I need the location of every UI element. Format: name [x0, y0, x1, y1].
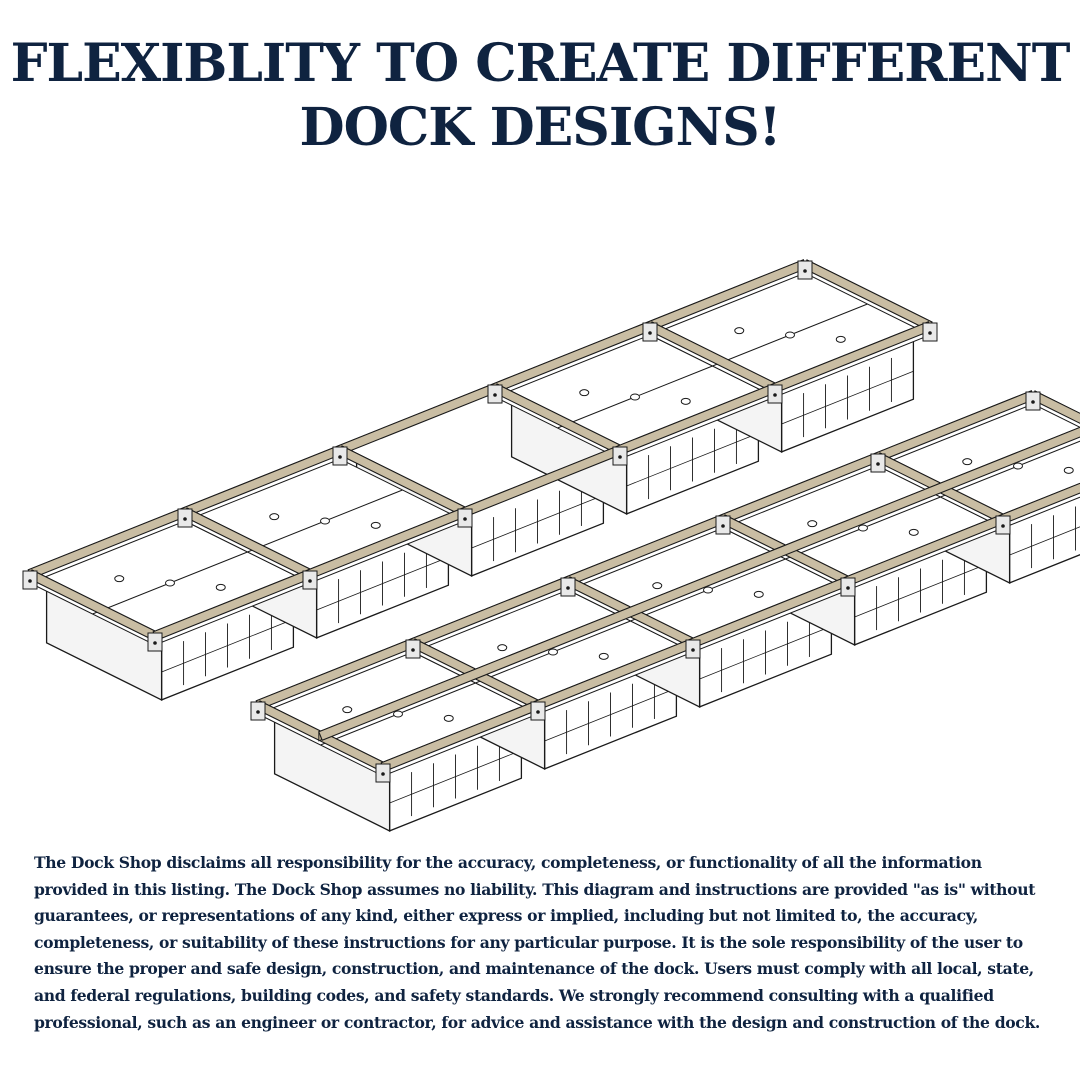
headline: FLEXIBLITY TO CREATE DIFFERENT DOCK DESI…: [0, 32, 1080, 160]
bolt-hole: [393, 710, 403, 718]
bracket-bolt: [463, 517, 467, 521]
bolt-hole: [1013, 462, 1023, 470]
bracket-bolt: [773, 393, 777, 397]
frame-center-rail-top: [318, 426, 1080, 741]
bracket-bolt: [381, 772, 385, 776]
float-ledge: [471, 494, 604, 549]
bolt-hole: [443, 714, 454, 722]
bolt-hole: [652, 582, 663, 590]
float-ledge: [699, 625, 832, 680]
bolt-hole: [269, 513, 280, 521]
frame-group: [250, 390, 1080, 783]
bracket-bolt: [876, 462, 880, 466]
bracket-bolt: [648, 331, 652, 335]
bolt-hole: [753, 590, 764, 598]
bolt-hole: [858, 524, 868, 532]
bracket-bolt: [691, 648, 695, 652]
bolt-hole: [215, 583, 226, 591]
float-ledge: [854, 563, 987, 618]
dock-assembly-upper: [22, 259, 938, 701]
bracket-bolt: [308, 579, 312, 583]
bolt-hole: [703, 586, 713, 594]
bolt-hole: [579, 389, 590, 397]
headline-line-1: FLEXIBLITY TO CREATE DIFFERENT: [10, 33, 1071, 94]
bracket-bolt: [153, 641, 157, 645]
float-ledge: [1009, 526, 1080, 556]
disclaimer-text: The Dock Shop disclaims all responsibili…: [34, 853, 1040, 1032]
float-ledge: [626, 432, 759, 487]
bolt-hole: [962, 458, 973, 466]
bracket-bolt: [183, 517, 187, 521]
headline-line-2: DOCK DESIGNS!: [299, 97, 782, 158]
frame-group: [22, 259, 938, 652]
bolt-hole: [908, 528, 919, 536]
deck-panel: [876, 403, 1080, 529]
bracket-bolt: [1031, 400, 1035, 404]
bracket-bolt: [256, 710, 260, 714]
float-ledge: [316, 556, 449, 611]
bolt-hole: [1063, 466, 1074, 474]
bolt-hole: [342, 706, 353, 714]
bracket-bolt: [338, 455, 342, 459]
float-ledge: [389, 749, 522, 804]
bracket-bolt: [411, 648, 415, 652]
bolt-hole: [598, 652, 609, 660]
bolt-hole: [734, 327, 745, 335]
bolt-hole: [165, 579, 175, 587]
bracket-bolt: [536, 710, 540, 714]
bolt-hole: [548, 648, 558, 656]
bracket-bolt: [566, 586, 570, 590]
bolt-hole: [835, 335, 846, 343]
bolt-hole: [807, 520, 818, 528]
bracket-bolt: [721, 524, 725, 528]
bolt-hole: [630, 393, 640, 401]
bolt-hole: [114, 575, 125, 583]
bracket-bolt: [493, 393, 497, 397]
bolt-hole: [680, 397, 691, 405]
float-ledge: [781, 370, 914, 425]
bolt-hole: [785, 331, 795, 339]
bolt-hole: [320, 517, 330, 525]
bolt-hole: [497, 644, 508, 652]
dock-assembly-lower: [250, 390, 1080, 832]
bracket-bolt: [618, 455, 622, 459]
float-ledge: [544, 687, 677, 742]
float-ledge: [161, 618, 294, 673]
dock-designs-diagram: [22, 259, 1080, 832]
bracket-bolt: [846, 586, 850, 590]
bracket-bolt: [28, 579, 32, 583]
bracket-bolt: [803, 269, 807, 273]
bolt-hole: [370, 521, 381, 529]
bracket-bolt: [928, 331, 932, 335]
bracket-bolt: [1001, 524, 1005, 528]
